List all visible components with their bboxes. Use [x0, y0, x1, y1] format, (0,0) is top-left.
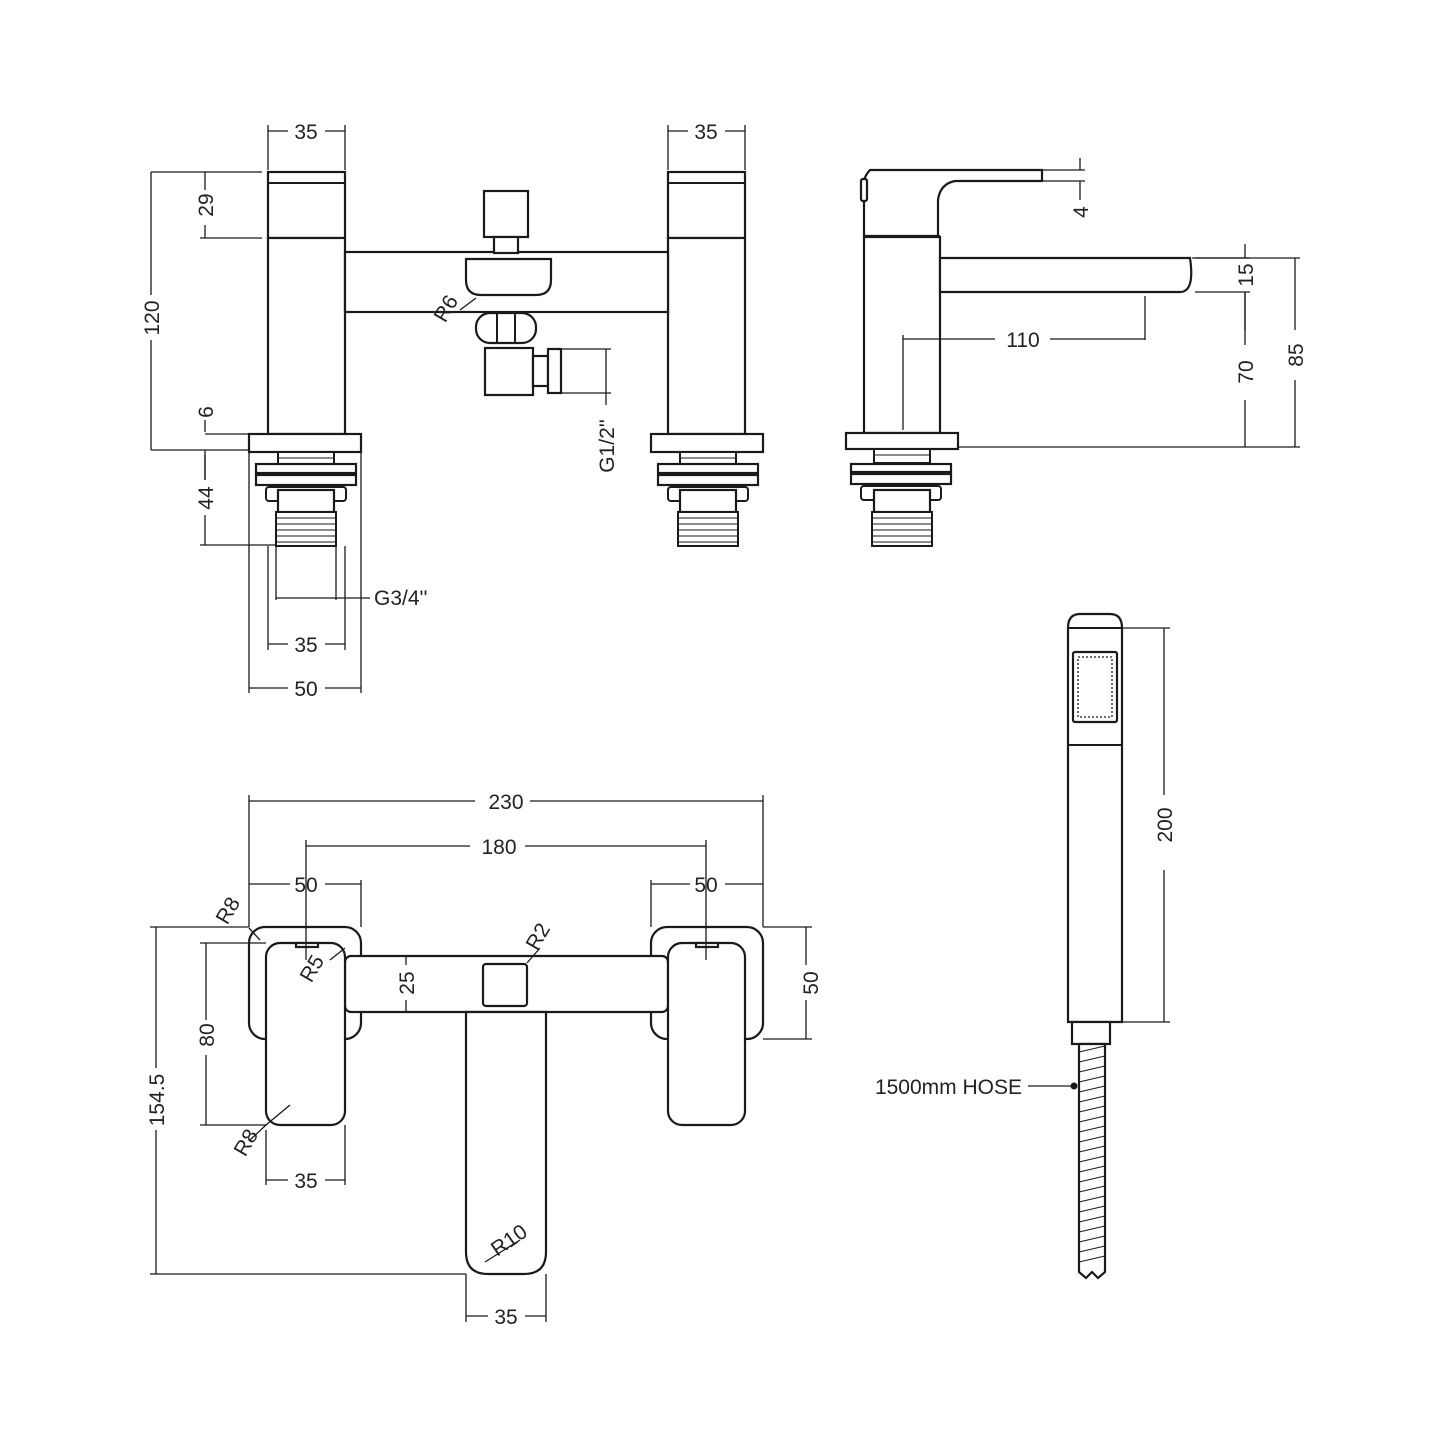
handle-width-label: 35: [294, 1170, 317, 1193]
spout-thickness-label: 15: [1235, 263, 1258, 286]
handle-height-label: 29: [195, 193, 218, 216]
front-view-dimensions: [150, 125, 746, 693]
base-depth-label: 50: [800, 971, 823, 994]
shower-handset: [1066, 612, 1124, 1280]
side-view: [844, 168, 1193, 547]
handset-length-label: 200: [1154, 807, 1177, 842]
shank-length-label: 44: [195, 486, 218, 510]
base-width-left-label: 50: [294, 874, 317, 897]
hose-length-label: 1500mm HOSE: [875, 1076, 1022, 1099]
base-width-right-label: 50: [694, 874, 717, 897]
top-view: [247, 925, 765, 1276]
total-height-label: 85: [1285, 343, 1308, 366]
front-view: [247, 170, 765, 547]
spout-height-label: 70: [1235, 360, 1258, 383]
overall-depth-label: 154.5: [146, 1074, 169, 1127]
front-pillar-width-right-label: 35: [694, 121, 717, 144]
side-view-dimensions: [902, 158, 1300, 448]
spout-reach-label: 110: [1006, 329, 1039, 352]
lever-gap-label: 4: [1070, 206, 1093, 218]
centres-label: 180: [481, 836, 516, 859]
base-width-label: 50: [294, 678, 317, 701]
bridge-depth-label: 25: [396, 971, 419, 994]
shank-thread-label: G3/4'': [374, 587, 428, 610]
base-plate-thickness-label: 6: [195, 406, 218, 418]
overall-height-label: 120: [141, 300, 164, 335]
shank-width-label: 35: [294, 634, 317, 657]
front-pillar-width-left-label: 35: [294, 121, 317, 144]
top-view-dimensions: [150, 795, 812, 1322]
handle-corner-radius-label: R8: [230, 1125, 263, 1160]
diverter-corner-radius-label: R2: [522, 919, 555, 954]
overall-width-label: 230: [488, 791, 523, 814]
base-corner-radius-label: R8: [212, 893, 245, 928]
handset-dimensions: [1028, 627, 1170, 1090]
diverter-thread-label: G1/2'': [596, 419, 619, 473]
spout-width-label: 35: [494, 1306, 517, 1329]
handle-depth-label: 80: [196, 1023, 219, 1046]
